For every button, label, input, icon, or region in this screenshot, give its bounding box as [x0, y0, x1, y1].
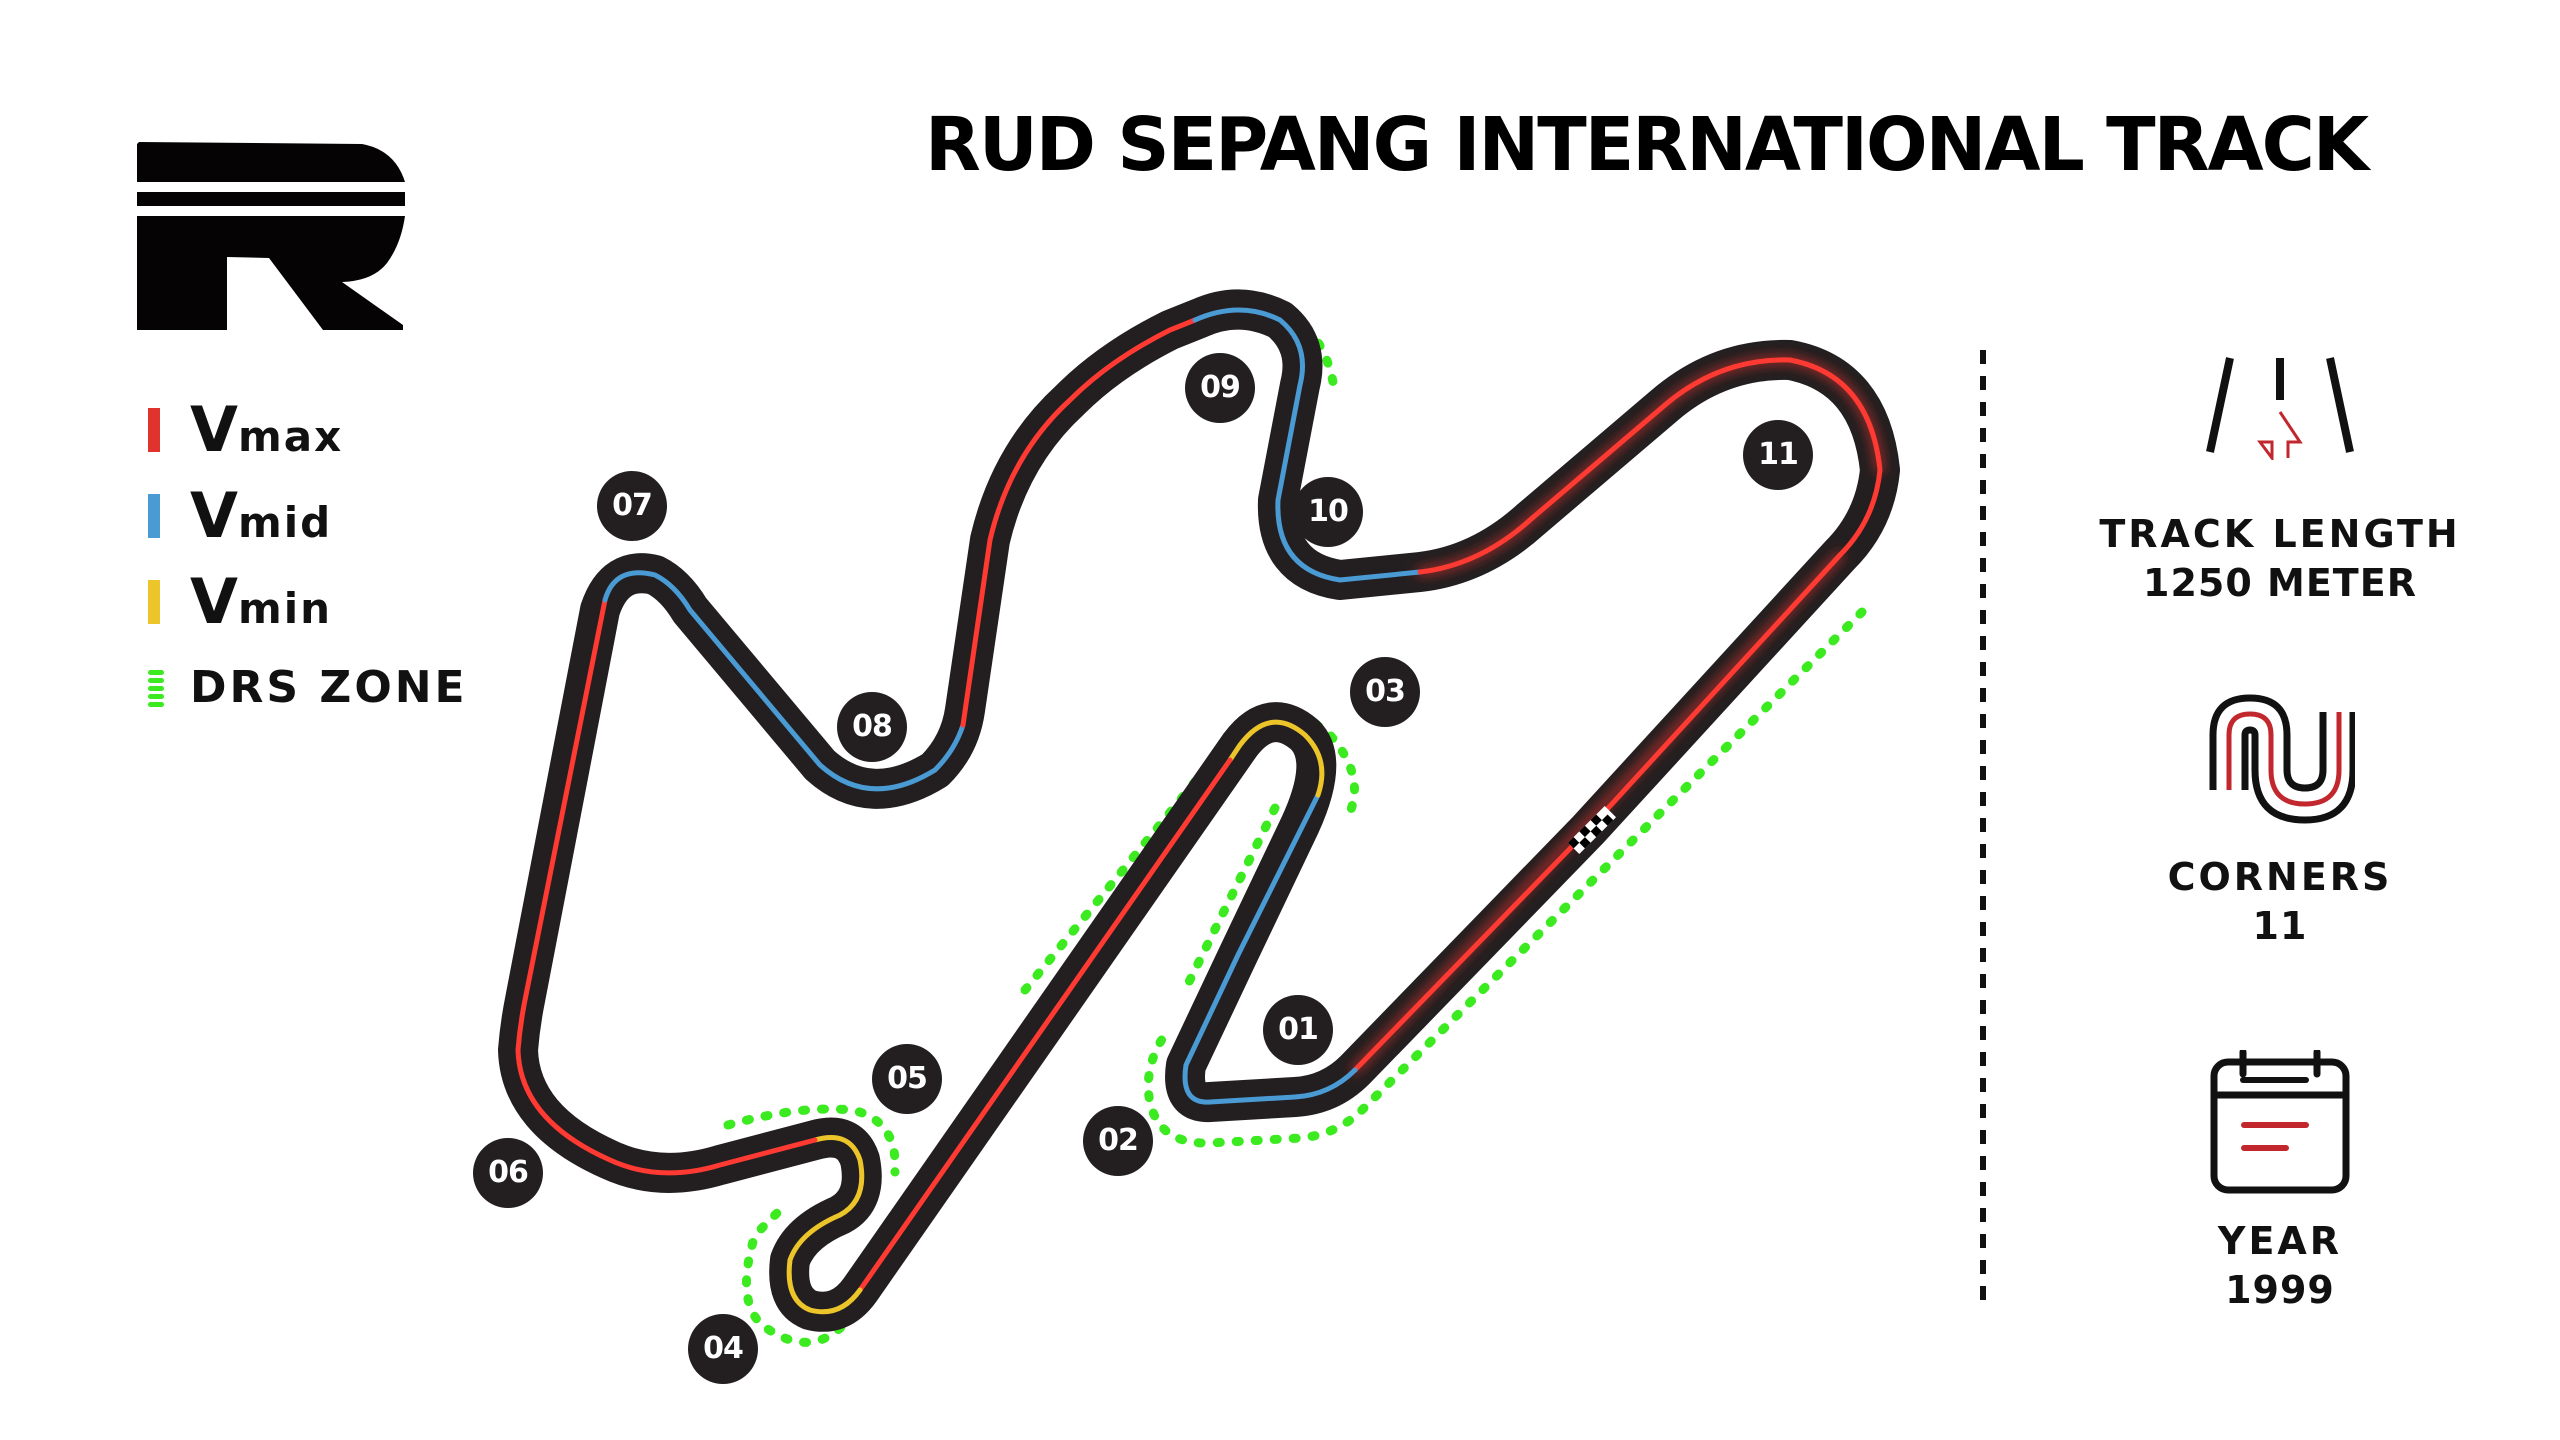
legend-item-vmax: Vmax — [148, 399, 548, 461]
info-year: YEAR 1999 — [2080, 1050, 2480, 1315]
legend-prefix: V — [190, 393, 238, 466]
segment-vmax — [960, 317, 1198, 728]
brand-logo — [137, 142, 405, 330]
calendar-icon — [2210, 1050, 2350, 1194]
drs-zone-main-straight — [1143, 607, 1867, 1148]
track-length-value: 1250 METER — [2143, 561, 2417, 605]
info-divider — [1980, 350, 1986, 1310]
logo-r-shape — [137, 142, 405, 182]
corner-badge-06: 06 — [473, 1138, 543, 1208]
legend-item-drs: DRS ZONE — [148, 658, 548, 718]
corner-badge-09: 09 — [1185, 353, 1255, 423]
corner-badge-08: 08 — [837, 692, 907, 762]
segment-vmid — [1182, 792, 1358, 1105]
drs-zone-t4 — [742, 1188, 951, 1347]
drs-zone-t3-inner — [1180, 803, 1280, 995]
corner-badge-02: 02 — [1083, 1106, 1153, 1176]
corner-badge-03: 03 — [1350, 657, 1420, 727]
page-title: RUD SEPANG INTERNATIONAL TRACK — [925, 102, 2369, 188]
segment-vmax — [857, 757, 1233, 1293]
corners-label: CORNERS — [2167, 855, 2393, 899]
corner-badge-07: 07 — [597, 471, 667, 541]
segment-vmid — [602, 570, 966, 792]
legend-swatch-vmid — [148, 494, 160, 538]
corner-badge-10: 10 — [1293, 477, 1363, 547]
info-corners: CORNERS 11 — [2080, 690, 2480, 951]
corners-value: 11 — [2252, 904, 2308, 948]
segment-vmin — [786, 1135, 865, 1315]
legend-swatch-vmin — [148, 580, 160, 624]
track-length-label: TRACK LENGTH — [2099, 512, 2461, 556]
legend-prefix: V — [190, 479, 238, 552]
corner-badge-01: 01 — [1263, 995, 1333, 1065]
segment-vmid — [1192, 307, 1423, 583]
speed-segments — [515, 307, 1883, 1315]
legend-suffix: mid — [237, 498, 333, 547]
legend-item-vmid: Vmid — [148, 485, 548, 547]
segment-vmax — [515, 597, 818, 1176]
legend-swatch-vmax — [148, 408, 160, 452]
legend-drs-label: DRS ZONE — [190, 662, 468, 713]
corners-icon — [2209, 694, 2355, 824]
corner-badge-11: 11 — [1743, 420, 1813, 490]
legend-suffix: min — [237, 584, 333, 633]
legend-suffix: max — [237, 412, 344, 461]
year-value: 1999 — [2225, 1268, 2335, 1312]
info-track-length: TRACK LENGTH 1250 METER — [2080, 350, 2480, 608]
corner-badge-05: 05 — [872, 1044, 942, 1114]
drs-zone-t5 — [723, 1104, 900, 1177]
segment-vmin — [1227, 719, 1325, 798]
corner-badge-04: 04 — [688, 1314, 758, 1384]
road-icon — [2206, 357, 2354, 460]
year-label: YEAR — [2217, 1219, 2343, 1263]
legend-prefix: V — [190, 565, 238, 638]
legend-swatch-drs — [148, 670, 164, 707]
segment-vmax — [1417, 357, 1883, 575]
track-surface — [498, 289, 1900, 1332]
legend-item-vmin: Vmin — [148, 571, 548, 633]
